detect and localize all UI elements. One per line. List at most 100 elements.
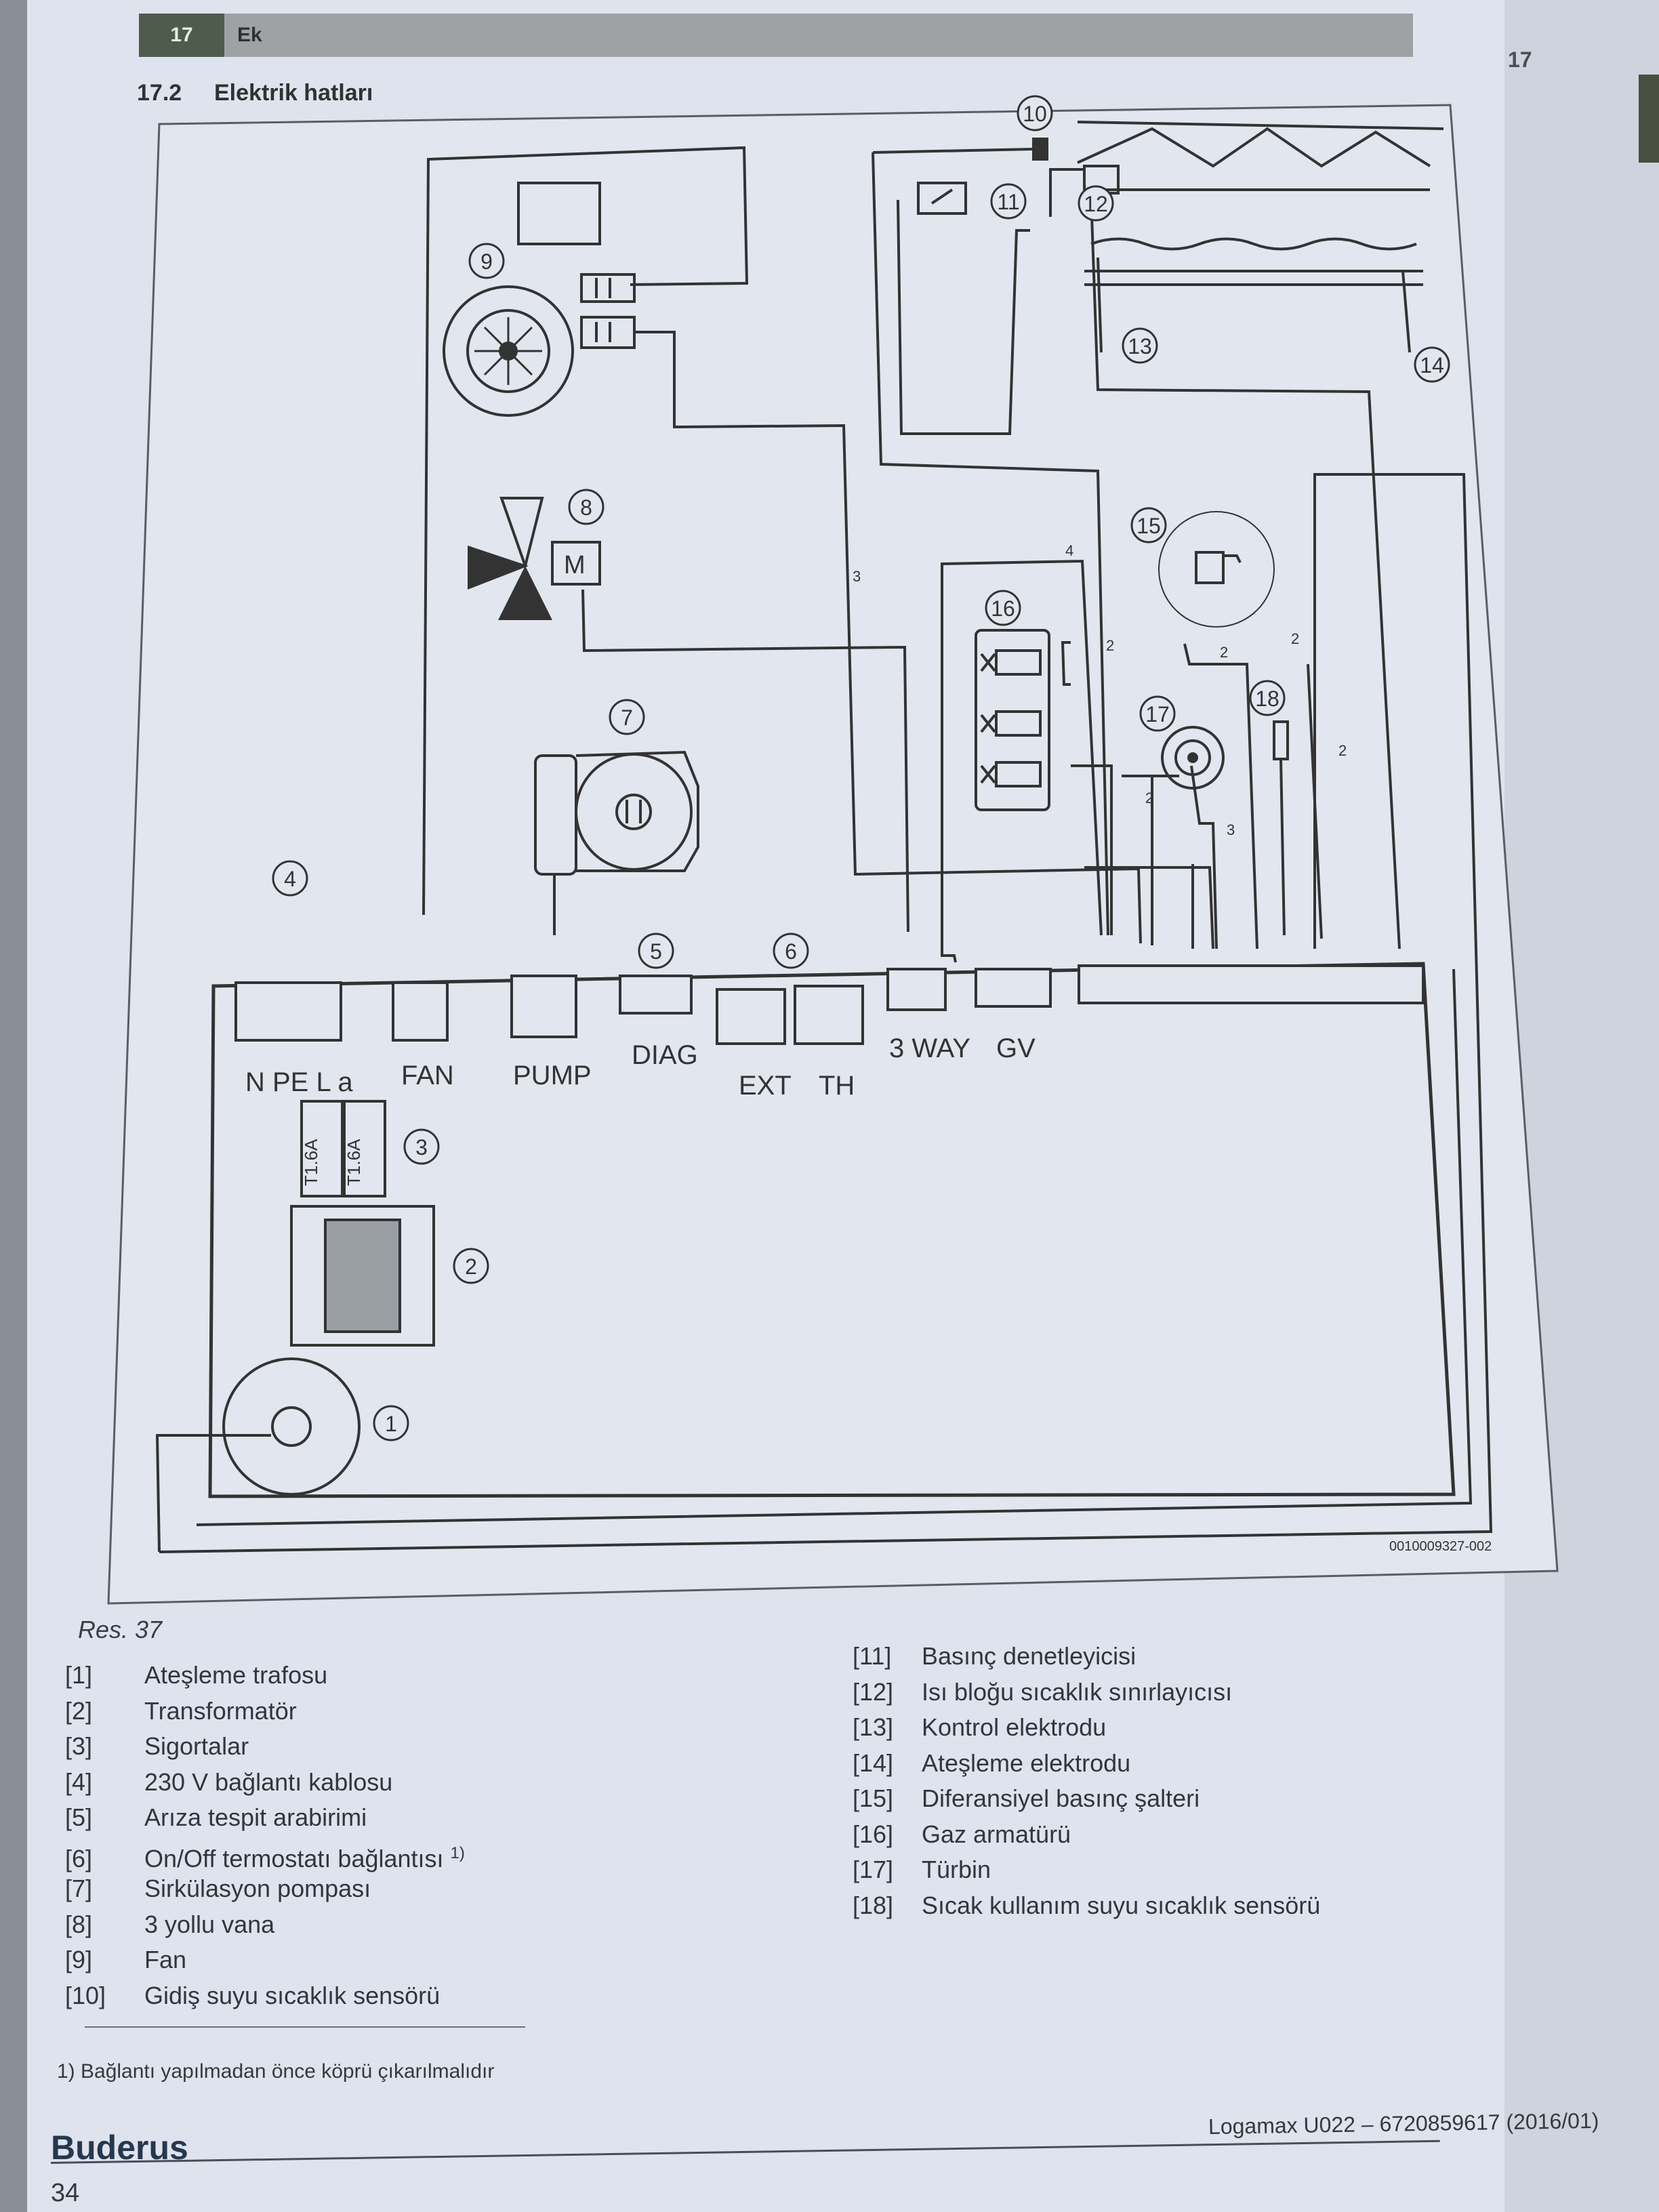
callout-number: 2 (465, 1254, 477, 1279)
callout-circle (468, 243, 505, 279)
legend-left: [1]Ateşleme trafosu[2]Transformatör[3]Si… (65, 1658, 465, 2013)
legend-number: [11] (853, 1642, 892, 1670)
footnote: 1) Bağlantı yapılmadan önce köprü çıkarı… (57, 2060, 495, 2083)
legend-item: [6] On/Off termostatı bağlantısı 1) (65, 1836, 465, 1872)
connector-label-mains: N PE L a (245, 1067, 353, 1097)
legend-number: [16] (853, 1820, 894, 1848)
legend-number: [14] (853, 1748, 894, 1777)
legend-item: [16]Gaz armatürü (853, 1817, 1320, 1853)
legend-number: [18] (853, 1891, 894, 1919)
ground-wire (196, 968, 1473, 1526)
connector-label-pump: PUMP (513, 1061, 592, 1090)
legend-item: [13]Kontrol elektrodu (853, 1710, 1320, 1746)
figure-id: 0010009327-002 (1389, 1539, 1492, 1554)
legend-number: [2] (65, 1696, 93, 1725)
connector-label-ext: EXT (739, 1071, 792, 1101)
fan-power-wire (422, 146, 749, 916)
legend-item: [15]Diferansiyel basınç şalteri (853, 1781, 1320, 1817)
callout-number: 11 (997, 190, 1019, 214)
callout-number: 8 (580, 495, 592, 520)
electrode-wire (1090, 196, 1401, 949)
footnote-rule (85, 2026, 525, 2028)
legend-item: [18] Sıcak kullanım suyu sıcaklık sensörü (853, 1888, 1320, 1924)
legend-text: Arıza tespit arabirimi (144, 1803, 367, 1831)
legend-right: [11]Basınç denetleyicisi[12]Isı bloğu sı… (853, 1639, 1320, 1923)
callout-number: 1 (385, 1412, 397, 1436)
legend-text: Fan (144, 1946, 187, 1973)
legend-item: [7]Sirkülasyon pompası (65, 1871, 465, 1907)
callout-number: 12 (1084, 192, 1108, 216)
mains-connector (234, 981, 342, 1042)
legend-number: [3] (65, 1732, 93, 1760)
connector-label-th: TH (819, 1071, 855, 1101)
legend-item: [14]Ateşleme elektrodu (853, 1746, 1320, 1782)
differential-pressure-switch (1158, 511, 1275, 628)
motor-label: M (564, 551, 586, 579)
three-way-connector (886, 968, 947, 1011)
callout-circle (1078, 185, 1114, 222)
legend-number: [15] (853, 1784, 894, 1812)
turbine (1161, 726, 1225, 790)
callout-circle (609, 699, 645, 735)
footnote-marker: 1) (450, 1843, 465, 1862)
legend-text: Ateşleme trafosu (144, 1661, 328, 1689)
legend-number: [17] (853, 1856, 894, 1883)
wire-count: 2 (1106, 637, 1114, 654)
callout-number: 15 (1136, 514, 1161, 538)
legend-item: [3]Sigortalar (65, 1729, 465, 1765)
legend-number: [7] (65, 1875, 93, 1902)
flow-sensor-wire (872, 152, 1109, 936)
callout-number: 4 (284, 867, 296, 891)
legend-text: Basınç denetleyicisi (922, 1642, 1136, 1670)
callout-number: 10 (1023, 102, 1047, 126)
connector-label-fan: FAN (401, 1061, 454, 1090)
legend-number: [10] (65, 1981, 106, 2009)
dhw-sensor (1273, 720, 1289, 760)
fan-connector (392, 981, 449, 1042)
connector-label-diag: DIAG (632, 1040, 698, 1070)
legend-text: Kontrol elektrodu (922, 1713, 1107, 1741)
legend-number: [5] (65, 1803, 93, 1831)
legend-text: Sıcak kullanım suyu sıcaklık sensörü (922, 1891, 1321, 1919)
callout-circle (272, 860, 308, 897)
three-way-valve: M (468, 497, 601, 620)
three-way-wire (581, 589, 909, 933)
wire-count: 3 (1227, 821, 1235, 838)
legend-number: [1] (65, 1661, 93, 1689)
callout-circle (403, 1128, 440, 1165)
callout-number: 7 (621, 705, 633, 730)
legend-number: [9] (65, 1946, 93, 1973)
wire-count: 2 (1220, 644, 1228, 661)
chapter-name: Ek (237, 24, 262, 46)
fuse-1-label: T1.6A (301, 1139, 321, 1186)
next-page-chapter-tab (1639, 75, 1659, 163)
section-number: 17.2 (137, 80, 182, 106)
callout-circle (1017, 95, 1053, 131)
callout-circle (1122, 327, 1158, 364)
callout-circle (990, 183, 1027, 220)
connector-label-three-way: 3 WAY (889, 1033, 970, 1063)
legend-item: [8]3 yollu vana (65, 1907, 465, 1943)
callout-number: 5 (650, 939, 662, 964)
callout-circle (1139, 695, 1176, 732)
page-number: 34 (51, 2179, 80, 2207)
wire-count: 3 (853, 568, 861, 585)
legend-number: [6] (65, 1844, 93, 1872)
legend-text: Gidiş suyu sıcaklık sensörü (144, 1981, 441, 2009)
callout-circle (373, 1405, 409, 1441)
gv-connector (975, 968, 1052, 1008)
legend-text: Türbin (922, 1856, 991, 1883)
callout-circle (568, 489, 605, 525)
legend-item: [5] Arıza tespit arabirimi (65, 1800, 465, 1836)
legend-text: 3 yollu vana (144, 1910, 275, 1938)
pump-connector (510, 975, 577, 1038)
ignition-wire (159, 473, 1493, 1553)
callout-circle (985, 590, 1021, 626)
legend-number: [12] (853, 1677, 894, 1706)
legend-number: [4] (65, 1767, 93, 1796)
legend-text: On/Off termostatı bağlantısı (144, 1844, 444, 1872)
fuse-1 (300, 1100, 344, 1197)
circulation-pump (534, 750, 699, 876)
